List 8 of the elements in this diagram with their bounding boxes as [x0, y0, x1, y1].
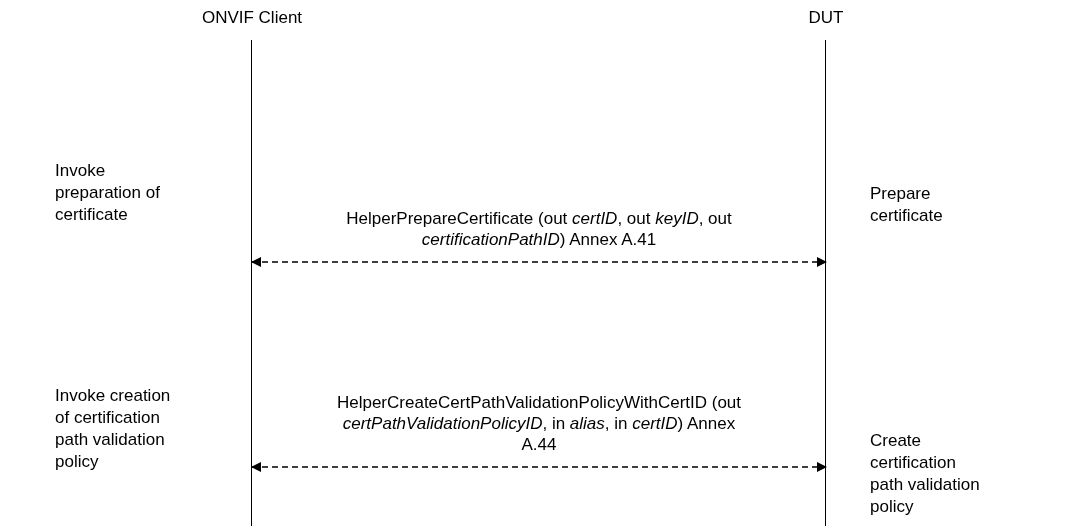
message-label: HelperCreateCertPathValidationPolicyWithCertID (out certPathValidationPolicyID, in alias, in certID) Annex A.44	[335, 392, 743, 455]
message-label: HelperPrepareCertificate (out certID, out keyID, out certificationPathID) Annex A.41	[345, 208, 733, 250]
step-note: Create certification path validation policy	[870, 430, 981, 518]
step-note: Invoke preparation of certificate	[55, 160, 161, 226]
lifeline-heading: ONVIF Client	[201, 8, 303, 28]
step-note: Invoke creation of certification path validation policy	[55, 385, 172, 473]
step-note: Prepare certificate	[870, 183, 944, 227]
lifeline-heading: DUT	[807, 8, 845, 28]
